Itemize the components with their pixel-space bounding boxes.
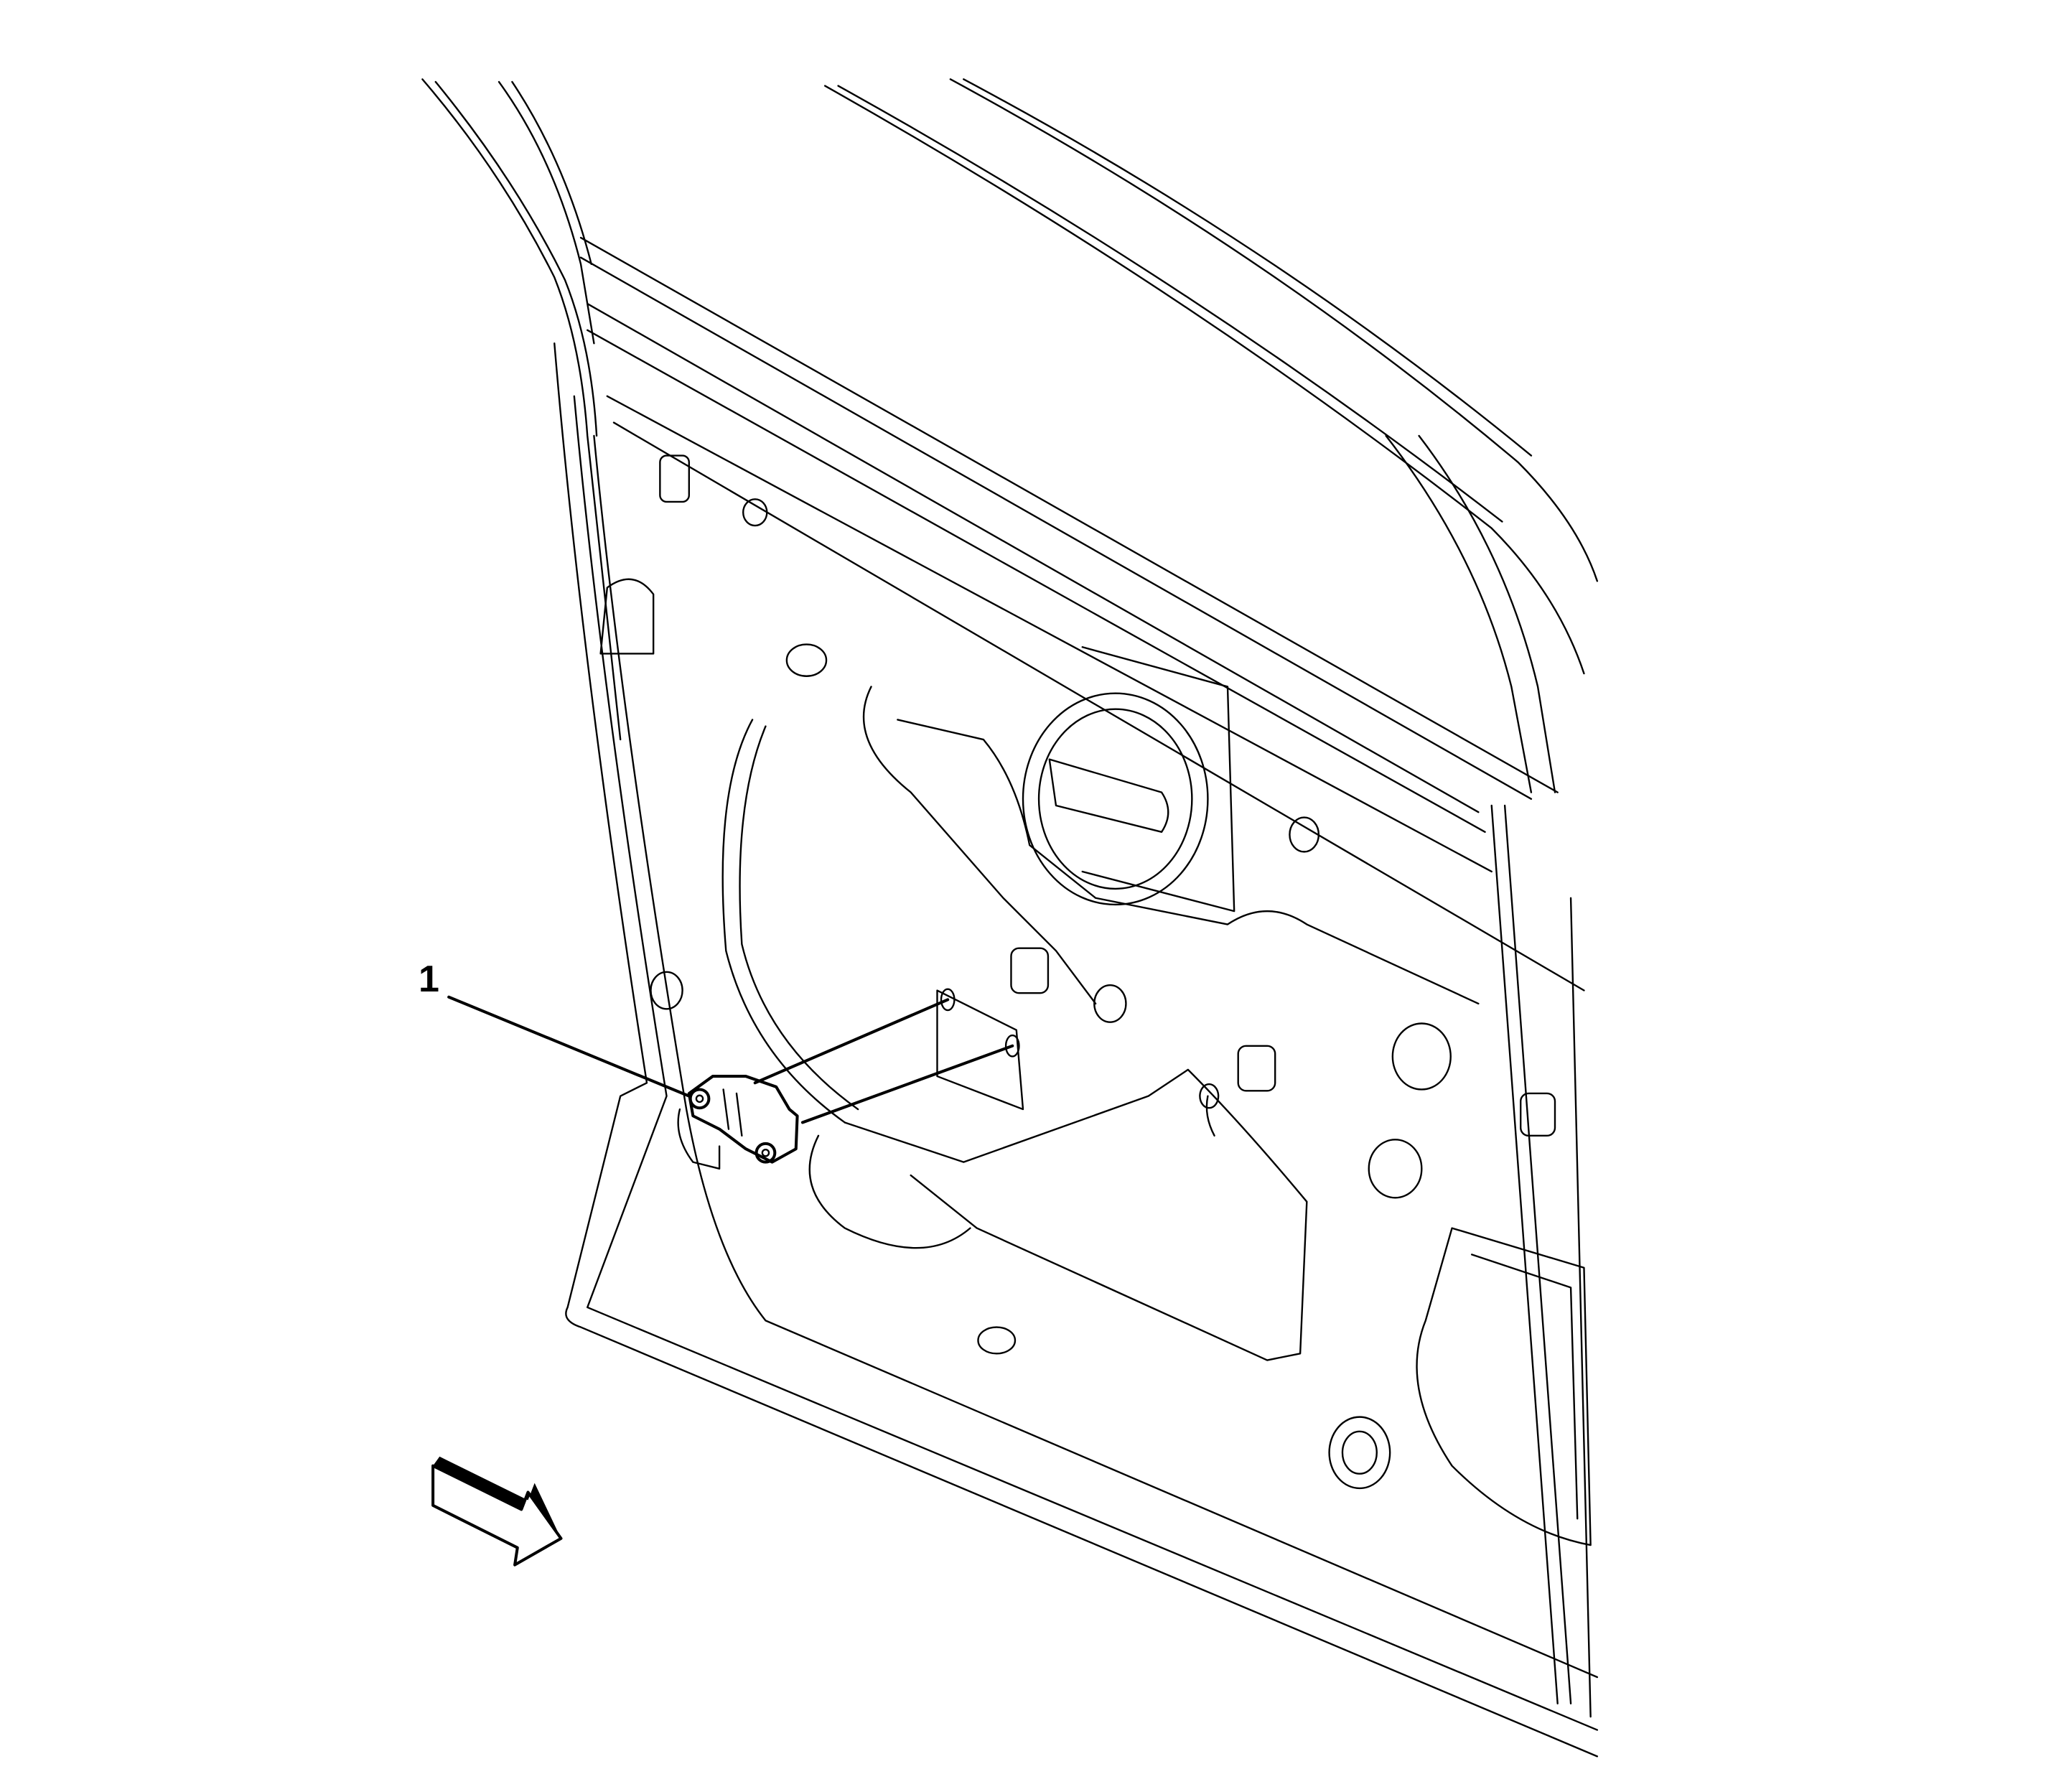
check-stop <box>599 578 655 655</box>
grommet <box>1328 1416 1391 1490</box>
switch-component <box>677 1075 799 1170</box>
window-frame <box>421 78 1599 793</box>
belt-line <box>579 236 1585 991</box>
arrow-icon <box>431 1456 563 1567</box>
clip-outline <box>677 1108 721 1170</box>
panel-slot <box>659 454 691 503</box>
callout-leader-1 <box>447 995 691 1098</box>
handle-bezel <box>1022 692 1209 906</box>
inside-handle <box>1048 758 1169 833</box>
exploded-view-lines <box>753 998 1014 1124</box>
inner-panel <box>599 454 1592 1546</box>
mounting-bracket <box>936 989 1024 1111</box>
callout-label-1: 1 <box>419 958 439 1000</box>
door-outer-edge <box>553 342 1599 1758</box>
